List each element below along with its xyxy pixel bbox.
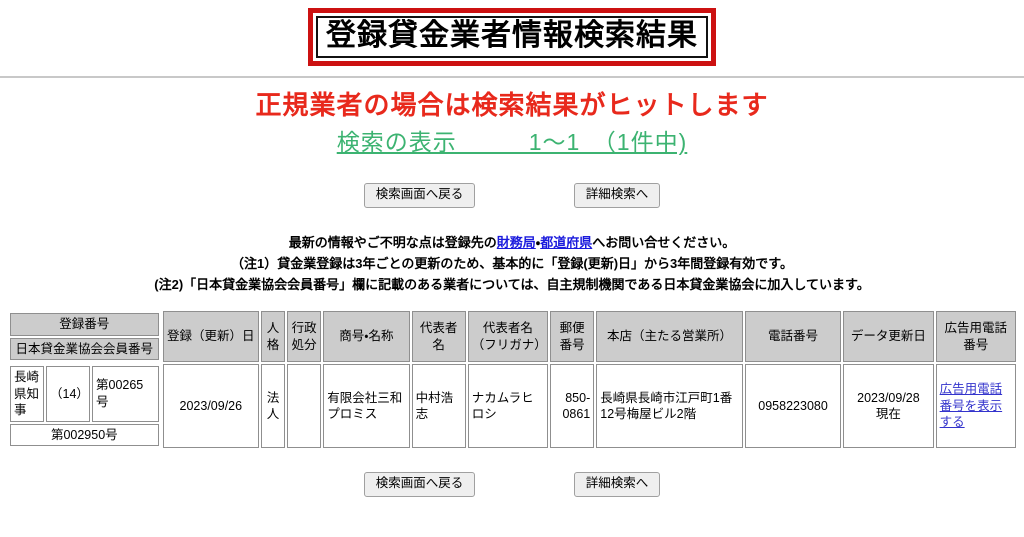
note-line-1-prefix: 最新の情報やご不明な点は登録先の — [288, 235, 497, 251]
page-title: 登録貸金業者情報検索結果 — [326, 19, 698, 52]
registration-serial: 第00265号 — [92, 366, 159, 422]
note-line-1-suffix: へお問い合せください。 — [592, 235, 736, 251]
association-member-number: 第002950号 — [10, 423, 159, 447]
postal-code-part-2: 0861 — [562, 407, 591, 422]
registration-number-parts-row: 長崎県知事 （14） 第00265号 — [10, 366, 159, 422]
back-to-search-button-top[interactable]: 検索画面へ戻る — [363, 183, 476, 209]
header-divider — [0, 75, 1024, 78]
cell-administrative-disposition — [287, 364, 322, 449]
header-registration-date: 登録（更新）日 — [162, 311, 259, 363]
detailed-search-button-bottom[interactable]: 詳細検索へ — [573, 472, 661, 497]
header-data-update-date: データ更新日 — [843, 311, 934, 363]
registration-renewal-count: （14） — [46, 366, 90, 422]
note-line-3: (注2)「日本貸金業協会会員番号」欄に記載のある業者については、自主規制機関であ… — [154, 277, 870, 293]
note-line-1-separator: ・ — [535, 235, 541, 251]
header-association-member-number: 日本貸金業協会会員番号 — [10, 337, 159, 361]
cell-personality: 法人 — [261, 364, 286, 449]
detailed-search-button-top[interactable]: 詳細検索へ — [573, 183, 661, 209]
registration-number-header-bottom: 日本貸金業協会会員番号 — [10, 337, 159, 361]
cell-trade-name: 有限会社三和プロミス — [323, 364, 410, 449]
show-ad-phone-number-link[interactable]: 広告用電話番号を表示する — [939, 382, 1003, 430]
cell-head-office: 長崎県長崎市江戸町1番12号梅屋ビル2階 — [596, 364, 743, 449]
registration-authority: 長崎県知事 — [10, 366, 44, 422]
prefecture-link[interactable]: 都道府県 — [540, 235, 593, 251]
table-header-row: 登録番号 日本貸金業協会会員番号 登録（更新）日 人格 行政処分 商号・名称 代… — [8, 311, 1016, 363]
registration-number-group-header: 登録番号 日本貸金業協会会員番号 — [8, 311, 161, 363]
bottom-button-row: 検索画面へ戻る 詳細検索へ — [0, 472, 1024, 497]
cell-registration-date: 2023/09/26 — [162, 364, 259, 449]
header-representative-name: 代表者名 — [411, 311, 466, 363]
header-trade-name: 商号・名称 — [323, 311, 410, 363]
results-count-link[interactable]: 検索の表示 1～1 （1件中) — [336, 129, 688, 156]
page-title-inner-border: 登録貸金業者情報検索結果 — [316, 16, 708, 58]
association-member-number-row: 第002950号 — [10, 423, 159, 447]
cell-ad-phone-number: 広告用電話番号を表示する — [935, 364, 1016, 449]
finance-bureau-link[interactable]: 財務局 — [496, 235, 536, 251]
cell-representative-kana: ナカムラヒロシ — [467, 364, 549, 449]
header-phone-number: 電話番号 — [744, 311, 842, 363]
results-table-container: 登録番号 日本貸金業協会会員番号 登録（更新）日 人格 行政処分 商号・名称 代… — [0, 309, 1024, 451]
header-representative-kana: 代表者名（フリガナ） — [467, 311, 549, 363]
registration-number-header-table: 登録番号 日本貸金業協会会員番号 — [8, 311, 161, 362]
header-postal-code: 郵便番号 — [550, 311, 595, 363]
header-head-office: 本店（主たる営業所） — [596, 311, 743, 363]
page-title-box: 登録貸金業者情報検索結果 — [308, 8, 716, 66]
cell-representative-name: 中村浩志 — [411, 364, 466, 449]
header-personality: 人格 — [261, 311, 286, 363]
page-title-container: 登録貸金業者情報検索結果 — [0, 0, 1024, 66]
table-row: 長崎県知事 （14） 第00265号 第002950号 2023/09/26 法… — [8, 364, 1016, 449]
cell-phone-number: 0958223080 — [744, 364, 842, 449]
registration-number-cell-table: 長崎県知事 （14） 第00265号 第002950号 — [8, 364, 161, 448]
results-subtitle: 正規業者の場合は検索結果がヒットします — [255, 89, 769, 120]
postal-code-part-1: 850- — [565, 390, 591, 405]
back-to-search-button-bottom[interactable]: 検索画面へ戻る — [363, 472, 476, 497]
results-count-container: 検索の表示 1～1 （1件中) — [0, 123, 1024, 157]
data-update-date-value: 2023/09/28 — [857, 390, 920, 405]
registration-number-header-top: 登録番号 — [10, 313, 159, 336]
data-update-date-suffix: 現在 — [875, 407, 901, 422]
results-table: 登録番号 日本貸金業協会会員番号 登録（更新）日 人格 行政処分 商号・名称 代… — [6, 309, 1018, 451]
note-line-1: 最新の情報やご不明な点は登録先の財務局・都道府県へお問い合せください。 — [0, 232, 1024, 253]
notes-block: 最新の情報やご不明な点は登録先の財務局・都道府県へお問い合せください。 （注1）… — [0, 232, 1024, 295]
note-line-2: （注1）貸金業登録は3年ごとの更新のため、基本的に「登録(更新)日」から3年間登… — [231, 256, 793, 272]
registration-number-group-cell: 長崎県知事 （14） 第00265号 第002950号 — [8, 364, 161, 449]
top-button-row: 検索画面へ戻る 詳細検索へ — [0, 183, 1024, 209]
header-ad-phone-number: 広告用電話番号 — [935, 311, 1016, 363]
cell-postal-code: 850- 0861 — [550, 364, 595, 449]
header-administrative-disposition: 行政処分 — [287, 311, 322, 363]
cell-data-update-date: 2023/09/28 現在 — [843, 364, 934, 449]
header-registration-number: 登録番号 — [10, 313, 159, 336]
